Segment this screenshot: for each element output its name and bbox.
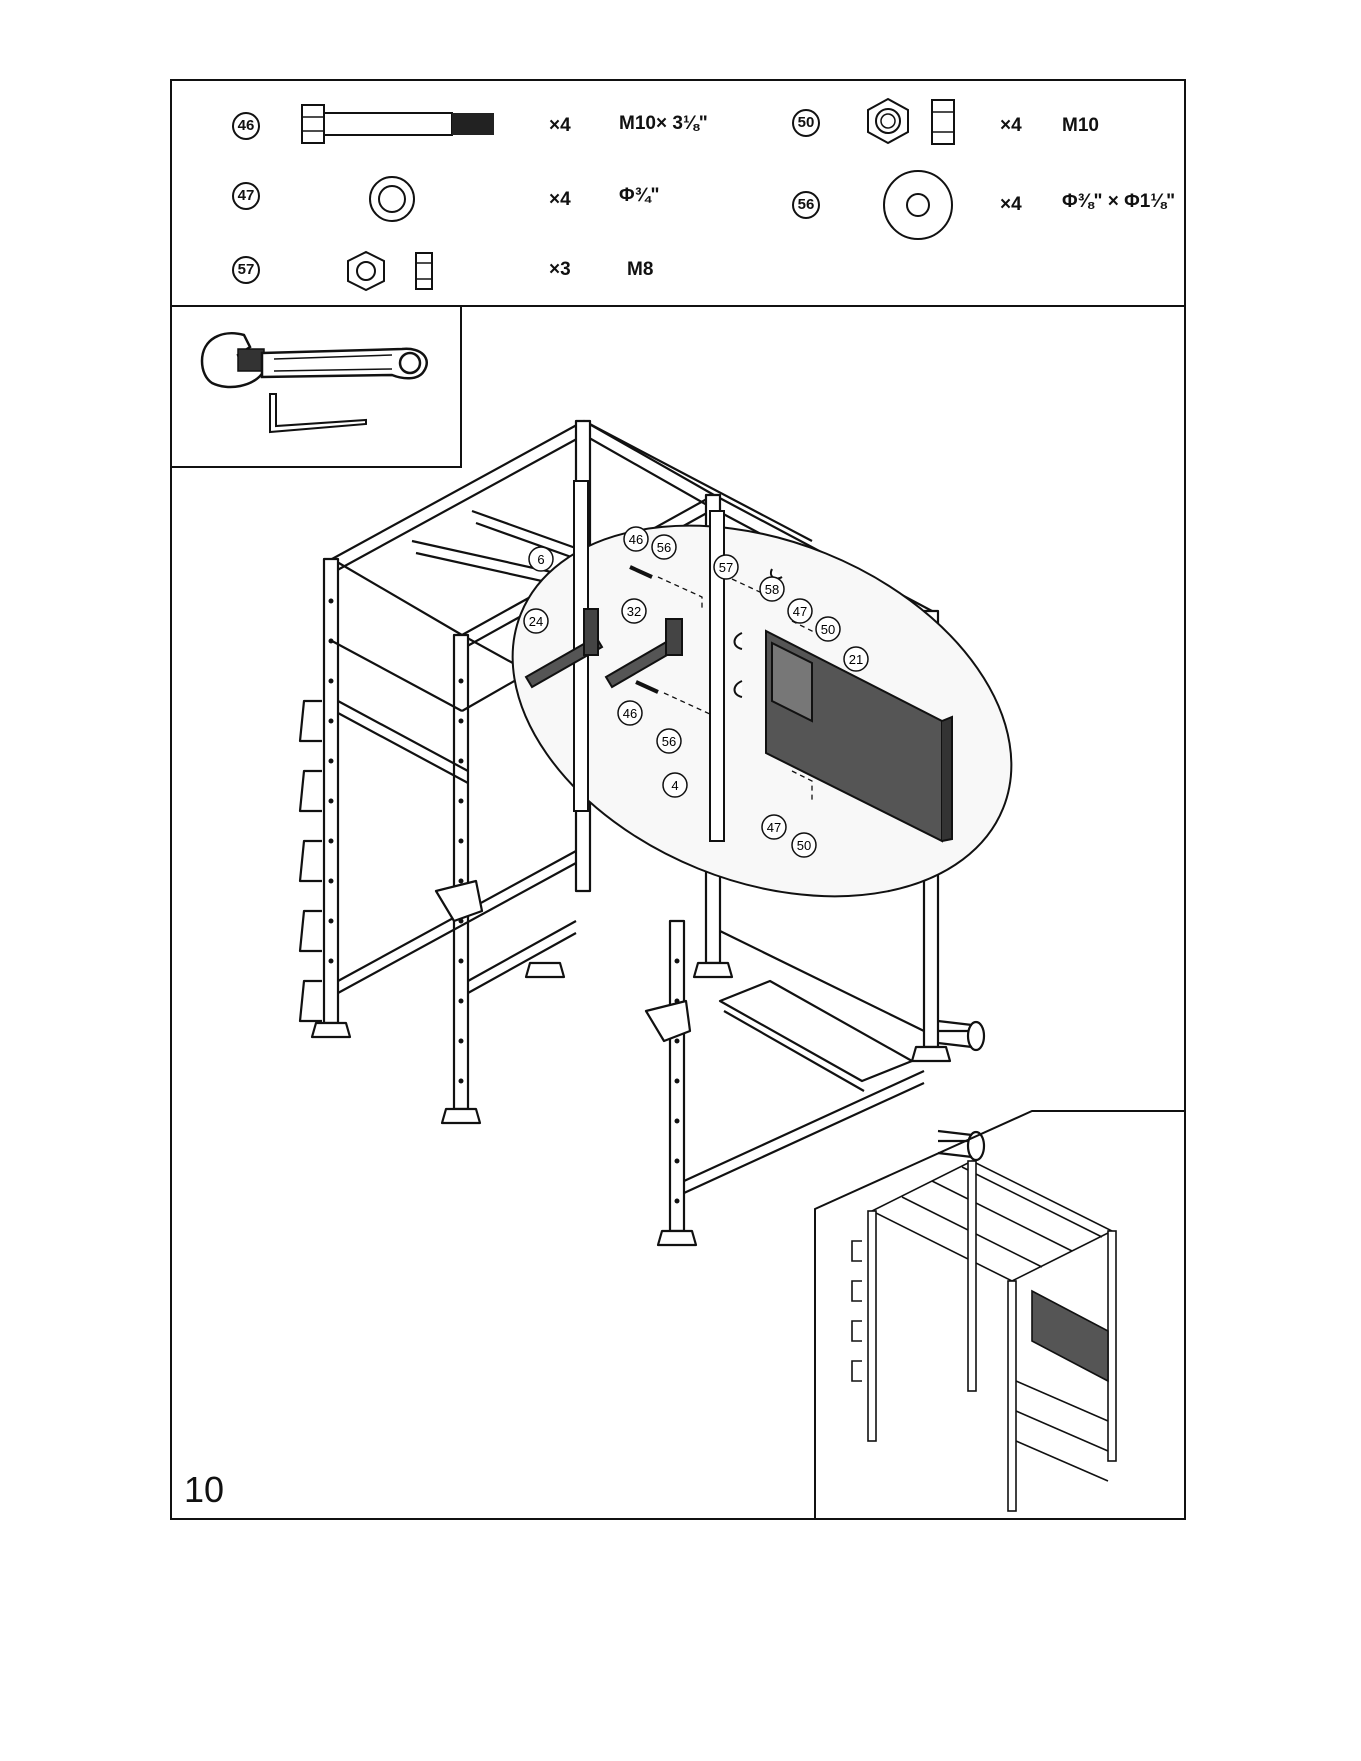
callout-57: 57 [714, 555, 738, 579]
svg-text:58: 58 [765, 582, 779, 597]
detail-bubble [457, 456, 1067, 966]
instruction-frame: 46 ×4 M10× 3⅛" 50 ×4 M10 47 ×4 Φ¾" [170, 79, 1186, 1520]
svg-text:47: 47 [767, 820, 781, 835]
callout-50-top: 50 [816, 617, 840, 641]
callout-6: 6 [529, 547, 553, 571]
svg-text:57: 57 [719, 560, 733, 575]
svg-text:46: 46 [629, 532, 643, 547]
svg-text:6: 6 [537, 552, 544, 567]
svg-text:50: 50 [821, 622, 835, 637]
callout-32: 32 [622, 599, 646, 623]
svg-text:4: 4 [671, 778, 678, 793]
svg-text:50: 50 [797, 838, 811, 853]
svg-text:56: 56 [662, 734, 676, 749]
callout-56-top: 56 [652, 535, 676, 559]
inset-rack [852, 1161, 1116, 1511]
assembly-diagram: 46 56 6 57 58 24 32 47 50 21 46 56 4 47 … [172, 81, 1184, 1518]
svg-text:24: 24 [529, 614, 543, 629]
callout-47-top: 47 [788, 599, 812, 623]
callout-21: 21 [844, 647, 868, 671]
callout-46-bottom: 46 [618, 701, 642, 725]
callout-56-bottom: 56 [657, 729, 681, 753]
callout-50-bottom: 50 [792, 833, 816, 857]
svg-text:32: 32 [627, 604, 641, 619]
svg-text:46: 46 [623, 706, 637, 721]
callout-4: 4 [663, 773, 687, 797]
callout-58: 58 [760, 577, 784, 601]
callout-46-top: 46 [624, 527, 648, 551]
svg-text:56: 56 [657, 540, 671, 555]
callout-47-bottom: 47 [762, 815, 786, 839]
svg-text:47: 47 [793, 604, 807, 619]
svg-text:21: 21 [849, 652, 863, 667]
callout-24: 24 [524, 609, 548, 633]
step-number: 10 [184, 1469, 224, 1511]
